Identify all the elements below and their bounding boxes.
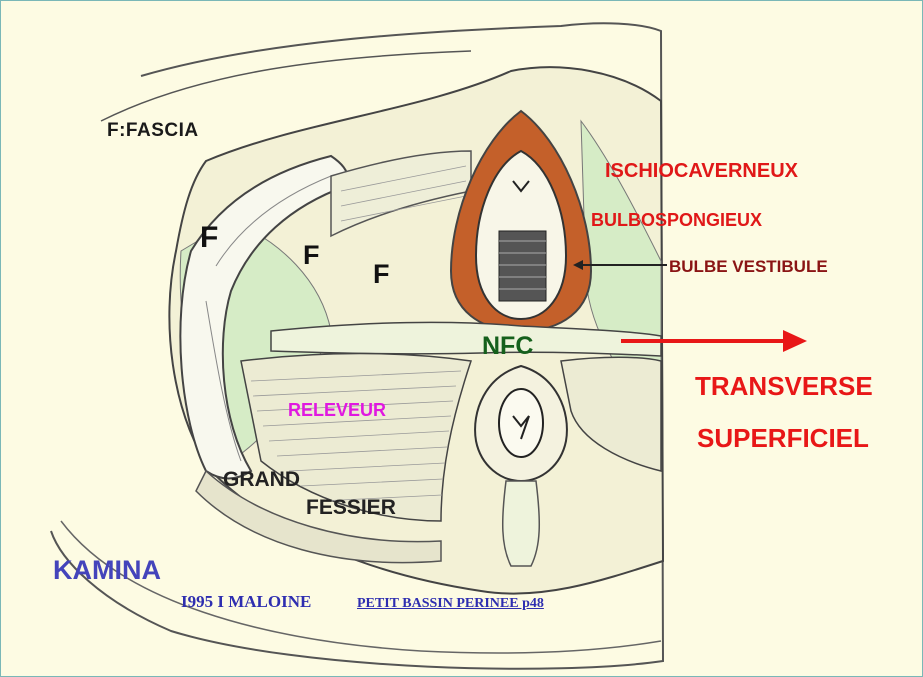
- author-credit: KAMINA: [53, 557, 161, 584]
- superficiel-label: SUPERFICIEL: [697, 425, 869, 451]
- book-reference: PETIT BASSIN PERINEE p48: [357, 597, 544, 611]
- anus: [499, 389, 543, 457]
- levator-label: RELEVEUR: [288, 401, 386, 419]
- bulbospongiosus-label: BULBOSPONGIEUX: [591, 211, 762, 229]
- transverse-label: TRANSVERSE: [695, 373, 873, 399]
- gluteus-label-line2: FESSIER: [306, 497, 396, 518]
- nfc-label: NFC: [482, 334, 533, 359]
- anococcygeal: [503, 481, 540, 566]
- publisher-credit: I995 I MALOINE: [181, 593, 311, 610]
- vestibular-bulb-label: BULBE VESTIBULE: [669, 258, 828, 275]
- fascia-marker-2: F: [303, 242, 320, 269]
- fascia-legend: F:FASCIA: [107, 121, 199, 140]
- fascia-marker-1: F: [200, 223, 218, 253]
- gluteus-label-line1: GRAND: [223, 469, 300, 490]
- ischiocavernosus-label: ISCHIOCAVERNEUX: [605, 161, 798, 181]
- transverse-arrowhead: [783, 330, 807, 352]
- fascia-marker-3: F: [373, 261, 390, 288]
